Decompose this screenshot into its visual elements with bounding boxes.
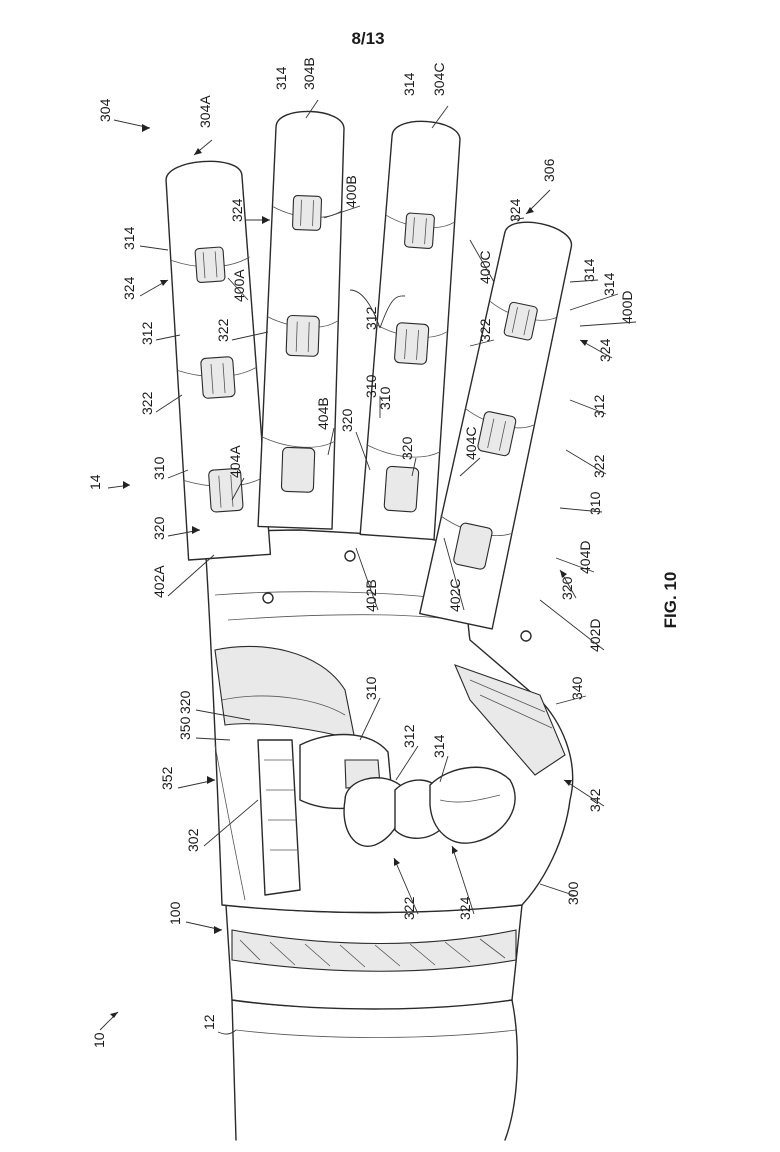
label-310: 310 bbox=[587, 491, 603, 515]
wrist-unit bbox=[225, 893, 523, 1010]
label-402C: 402C bbox=[447, 579, 463, 612]
label-310: 310 bbox=[363, 676, 379, 700]
label-320: 320 bbox=[151, 516, 167, 540]
label-300: 300 bbox=[565, 881, 581, 905]
label-10: 10 bbox=[91, 1032, 107, 1048]
palm-body bbox=[204, 529, 574, 914]
forearm-socket bbox=[231, 999, 519, 1141]
sheet-number: 8/13 bbox=[351, 29, 384, 48]
label-404B: 404B bbox=[315, 397, 331, 430]
finger-304B bbox=[257, 110, 345, 530]
reference-labels: 10 12 14 100 300 302 304 304A 304B 304C … bbox=[87, 57, 635, 1048]
label-314: 314 bbox=[273, 66, 289, 90]
label-100: 100 bbox=[167, 901, 183, 925]
label-14: 14 bbox=[87, 474, 103, 490]
label-402B: 402B bbox=[363, 579, 379, 612]
label-352: 352 bbox=[159, 766, 175, 790]
finger-306 bbox=[419, 221, 572, 630]
label-304B: 304B bbox=[301, 57, 317, 90]
label-324: 324 bbox=[457, 896, 473, 920]
label-314: 314 bbox=[581, 258, 597, 282]
label-322: 322 bbox=[139, 391, 155, 415]
label-304: 304 bbox=[97, 98, 113, 122]
label-306: 306 bbox=[541, 158, 557, 182]
label-312: 312 bbox=[401, 724, 417, 748]
label-340: 340 bbox=[569, 676, 585, 700]
label-314: 314 bbox=[401, 72, 417, 96]
label-304A: 304A bbox=[197, 95, 213, 128]
finger-304A bbox=[165, 160, 272, 561]
label-320: 320 bbox=[339, 408, 355, 432]
label-302: 302 bbox=[185, 828, 201, 852]
label-324: 324 bbox=[121, 276, 137, 300]
label-312: 312 bbox=[363, 306, 379, 330]
label-320: 320 bbox=[177, 690, 193, 714]
label-404C: 404C bbox=[463, 427, 479, 460]
label-314: 314 bbox=[431, 734, 447, 758]
label-320: 320 bbox=[559, 576, 575, 600]
label-12: 12 bbox=[201, 1014, 217, 1030]
screw-icon bbox=[262, 592, 274, 604]
label-400A: 400A bbox=[231, 269, 247, 302]
label-312: 312 bbox=[139, 321, 155, 345]
label-322: 322 bbox=[477, 318, 493, 342]
label-324: 324 bbox=[597, 338, 613, 362]
label-312: 312 bbox=[591, 394, 607, 418]
label-402D: 402D bbox=[587, 619, 603, 652]
label-322: 322 bbox=[401, 896, 417, 920]
figure-label: FIG. 10 bbox=[661, 572, 680, 629]
label-304C: 304C bbox=[431, 63, 447, 96]
screw-icon bbox=[520, 630, 532, 642]
label-310: 310 bbox=[377, 386, 393, 410]
label-320: 320 bbox=[399, 436, 415, 460]
label-310: 310 bbox=[151, 456, 167, 480]
label-324: 324 bbox=[507, 198, 523, 222]
leader-lines bbox=[99, 99, 637, 1035]
screw-icon bbox=[344, 550, 356, 562]
finger-304C bbox=[359, 120, 461, 541]
label-314: 314 bbox=[601, 272, 617, 296]
thumb-302 bbox=[299, 733, 516, 847]
label-322: 322 bbox=[215, 318, 231, 342]
label-324: 324 bbox=[229, 198, 245, 222]
label-404D: 404D bbox=[577, 541, 593, 574]
label-350: 350 bbox=[177, 716, 193, 740]
label-314: 314 bbox=[121, 226, 137, 250]
label-402A: 402A bbox=[151, 565, 167, 598]
label-404A: 404A bbox=[227, 445, 243, 478]
label-310: 310 bbox=[363, 374, 379, 398]
label-400B: 400B bbox=[343, 175, 359, 208]
label-400D: 400D bbox=[619, 291, 635, 324]
